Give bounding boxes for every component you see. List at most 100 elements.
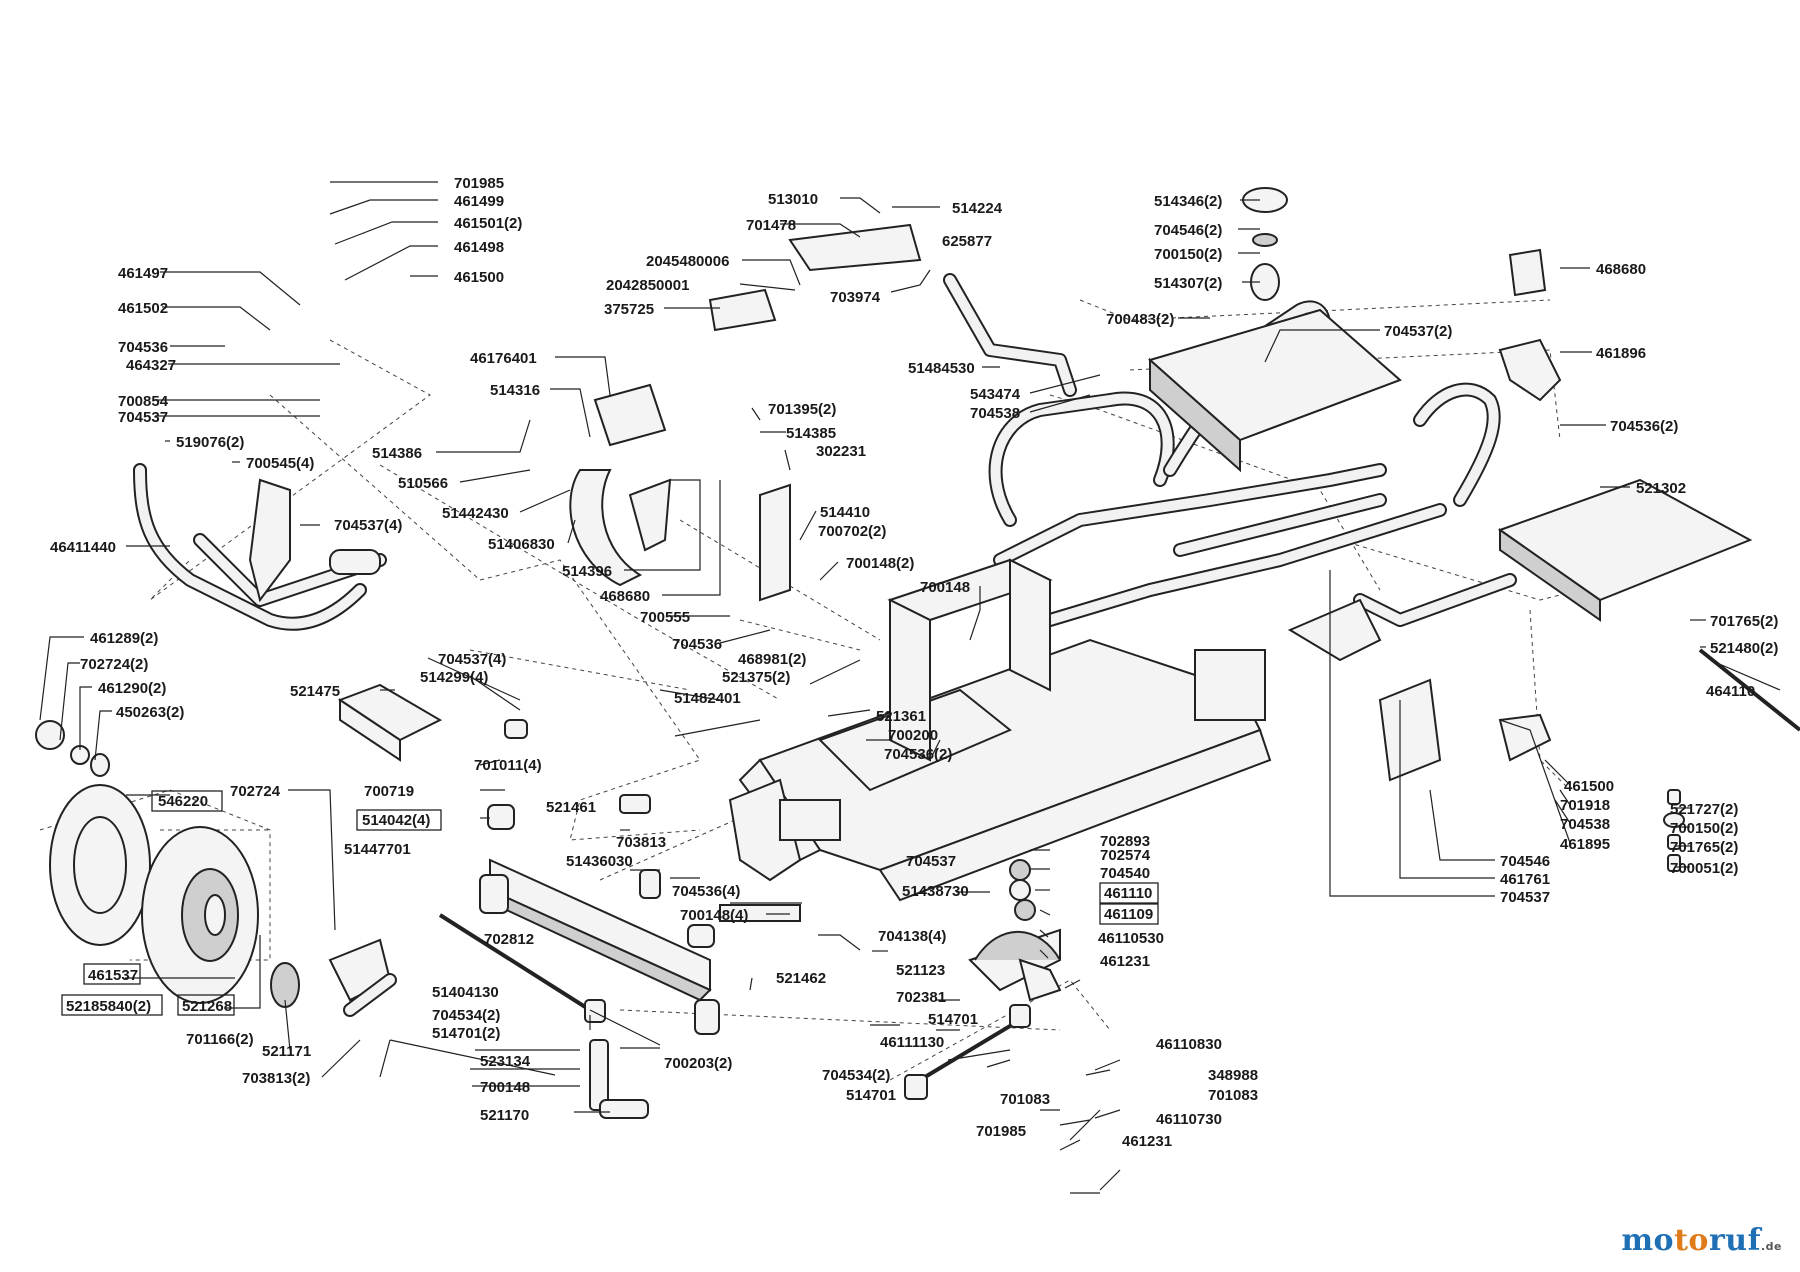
part-label: 702574 bbox=[1100, 847, 1151, 864]
part-label: 461502 bbox=[118, 300, 168, 317]
part-label: 52185840(2) bbox=[66, 998, 151, 1015]
part-label: 514385 bbox=[786, 425, 836, 442]
part-label: 51442430 bbox=[442, 505, 509, 522]
part-label: 375725 bbox=[604, 301, 654, 318]
part-label: 543474 bbox=[970, 386, 1021, 403]
part-label: 704536(2) bbox=[884, 746, 952, 763]
part-label: 702381 bbox=[896, 989, 946, 1006]
part-label: 704537 bbox=[906, 853, 956, 870]
part-label: 461109 bbox=[1104, 906, 1153, 923]
part-label: 461537 bbox=[88, 967, 138, 984]
part-label: 521727(2) bbox=[1670, 801, 1738, 818]
part-label: 701395(2) bbox=[768, 401, 836, 418]
part-label: 701985 bbox=[454, 175, 504, 192]
part-label: 704537 bbox=[1500, 889, 1550, 906]
logo-part-1: mo bbox=[1621, 1223, 1675, 1258]
part-label: 461501(2) bbox=[454, 215, 522, 232]
part-label: 704537 bbox=[118, 409, 168, 426]
part-label: 461110 bbox=[1104, 885, 1152, 902]
part-label: 514299(4) bbox=[420, 669, 488, 686]
part-label: 468981(2) bbox=[738, 651, 806, 668]
part-label: 468680 bbox=[600, 588, 650, 605]
part-label: 51404130 bbox=[432, 984, 499, 1001]
main-chassis-frame bbox=[728, 300, 1517, 902]
part-label: 461500 bbox=[1564, 778, 1614, 795]
part-label: 700150(2) bbox=[1670, 820, 1738, 837]
part-label: 700854 bbox=[118, 393, 169, 410]
part-label: 2045480006 bbox=[646, 253, 729, 270]
part-label: 521123 bbox=[896, 962, 945, 979]
part-label: 450263(2) bbox=[116, 704, 184, 721]
part-label: 302231 bbox=[816, 443, 866, 460]
part-label: 461289(2) bbox=[90, 630, 158, 647]
part-label: 704546 bbox=[1500, 853, 1550, 870]
part-label: 51447701 bbox=[344, 841, 411, 858]
part-label: 461497 bbox=[118, 265, 168, 282]
part-label: 703813 bbox=[616, 834, 666, 851]
part-label: 514224 bbox=[952, 200, 1003, 217]
part-label: 468680 bbox=[1596, 261, 1646, 278]
pedals-and-levers bbox=[569, 223, 1562, 602]
part-label: 701765(2) bbox=[1670, 839, 1738, 856]
part-label: 701918 bbox=[1560, 797, 1610, 814]
part-label: 51438730 bbox=[902, 883, 969, 900]
part-label: 461895 bbox=[1560, 836, 1610, 853]
part-label: 704546(2) bbox=[1154, 222, 1222, 239]
part-label: 700150(2) bbox=[1154, 246, 1222, 263]
part-label: 701083 bbox=[1208, 1087, 1258, 1104]
part-label: 700200 bbox=[888, 727, 938, 744]
part-label: 461500 bbox=[454, 269, 504, 286]
part-label: 521361 bbox=[876, 708, 926, 725]
part-label: 521375(2) bbox=[722, 669, 790, 686]
part-label: 461499 bbox=[454, 193, 504, 210]
part-label: 51406830 bbox=[488, 536, 555, 553]
part-label: 700148(2) bbox=[846, 555, 914, 572]
part-label: 46176401 bbox=[470, 350, 537, 367]
part-label: 700483(2) bbox=[1106, 311, 1174, 328]
front-bumper-46411440 bbox=[133, 463, 387, 631]
part-label: 461896 bbox=[1596, 345, 1646, 362]
part-label: 514701 bbox=[928, 1011, 978, 1028]
front-wheel-assembly bbox=[35, 720, 300, 1008]
part-label: 704534(2) bbox=[822, 1067, 890, 1084]
part-label: 521475 bbox=[290, 683, 340, 700]
part-label: 514701 bbox=[846, 1087, 896, 1104]
part-label: 703974 bbox=[830, 289, 881, 306]
part-number-labels: 701985 461499 461501(2) 461498 461500 46… bbox=[50, 175, 1778, 1150]
part-label: 701765(2) bbox=[1710, 613, 1778, 630]
part-label: 700148 bbox=[920, 579, 970, 596]
part-label: 46110730 bbox=[1156, 1111, 1222, 1128]
part-label: 464327 bbox=[126, 357, 176, 374]
part-label: 514701(2) bbox=[432, 1025, 500, 1042]
part-label: 2042850001 bbox=[606, 277, 689, 294]
part-label: 464110 bbox=[1706, 683, 1755, 700]
part-label: 521302 bbox=[1636, 480, 1686, 497]
part-label: 701985 bbox=[976, 1123, 1026, 1140]
part-label: 521170 bbox=[480, 1107, 529, 1124]
footplate-521302 bbox=[1378, 478, 1800, 782]
part-label: 704534(2) bbox=[432, 1007, 500, 1024]
part-label: 704538 bbox=[970, 405, 1020, 422]
part-label: 704536(4) bbox=[672, 883, 740, 900]
part-label: 519076(2) bbox=[176, 434, 244, 451]
part-label: 521268 bbox=[182, 998, 232, 1015]
part-label: 46411440 bbox=[50, 539, 116, 556]
part-label: 700555 bbox=[640, 609, 690, 626]
part-label: 703813(2) bbox=[242, 1070, 310, 1087]
part-label: 348988 bbox=[1208, 1067, 1258, 1084]
part-label: 700545(4) bbox=[246, 455, 314, 472]
small-parts bbox=[337, 187, 1685, 922]
part-label: 46110830 bbox=[1156, 1036, 1222, 1053]
part-label: 521461 bbox=[546, 799, 596, 816]
part-label: 546220 bbox=[158, 793, 208, 810]
steering-linkage bbox=[328, 913, 1062, 1119]
part-label: 704536 bbox=[118, 339, 168, 356]
part-label: 704537(2) bbox=[1384, 323, 1452, 340]
part-label: 704536(2) bbox=[1610, 418, 1678, 435]
part-label: 700051(2) bbox=[1670, 860, 1738, 877]
part-label: 700719 bbox=[364, 783, 414, 800]
part-label: 704538 bbox=[1560, 816, 1610, 833]
part-label: 701478 bbox=[746, 217, 796, 234]
part-label: 700702(2) bbox=[818, 523, 886, 540]
